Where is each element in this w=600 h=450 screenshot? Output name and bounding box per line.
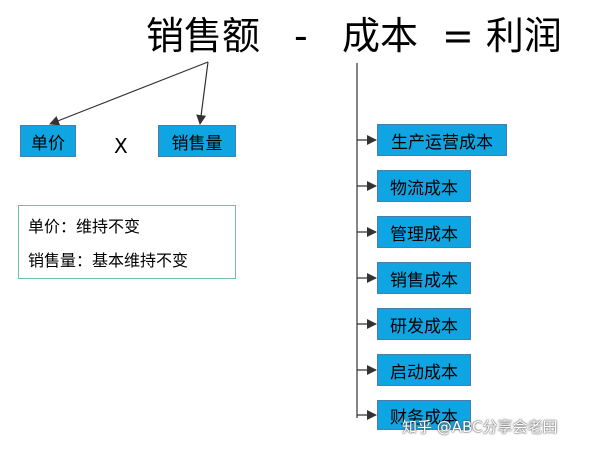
cost-branches [357, 135, 377, 420]
note-line-sales-volume: 销售量：基本维持不变 [28, 251, 189, 270]
cost-box-1: 生产运营成本 [377, 124, 507, 156]
formula-minus: - [294, 14, 308, 58]
sales-volume-box: 销售量 [158, 125, 236, 157]
unit-price-box: 单价 [20, 125, 76, 157]
arrow-to-unit-price [49, 61, 209, 126]
formula-title: 销售额 - 成本 = 利润 [120, 12, 580, 60]
formula-revenue: 销售额 [146, 14, 261, 58]
cost-box-6: 启动成本 [377, 354, 471, 386]
arrow-to-sales-volume [196, 61, 209, 125]
cost-box-7: 财务成本 [377, 400, 471, 430]
multiply-sign: X [114, 134, 128, 158]
cost-box-3: 管理成本 [377, 216, 471, 248]
cost-box-2: 物流成本 [377, 170, 471, 202]
note-line-unit-price: 单价：维持不变 [28, 217, 141, 236]
cost-box-5: 研发成本 [377, 308, 471, 340]
assumption-note: 单价：维持不变 销售量：基本维持不变 [18, 205, 236, 279]
formula-cost: 成本 [342, 14, 419, 58]
watermark: 知乎 @ABC分享会老田 [402, 418, 558, 436]
formula-profit: = 利润 [442, 14, 562, 58]
cost-box-4: 销售成本 [377, 262, 471, 294]
